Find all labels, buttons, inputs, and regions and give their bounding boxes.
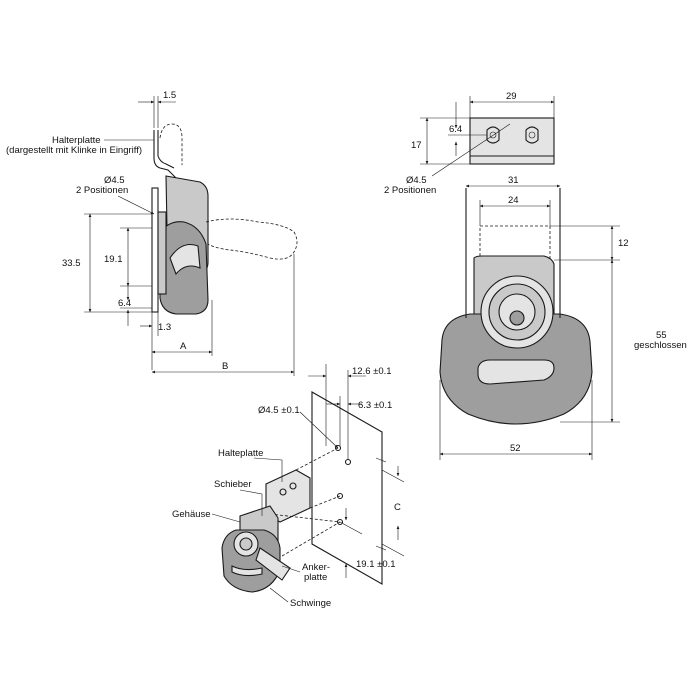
top-hole-right — [525, 126, 539, 144]
side-dim-1-3: 1.3 — [158, 322, 171, 333]
side-dim-6-4: 6.4 — [118, 298, 131, 309]
top-keeper-plate — [469, 117, 555, 165]
side-slider — [157, 211, 167, 295]
side-label-halterplatte: Halterplatte — [52, 135, 101, 146]
side-dim-b: B — [222, 361, 228, 372]
side-dim-a: A — [180, 341, 187, 352]
side-keeper-hook — [153, 130, 183, 183]
side-lever-open-dashed — [205, 218, 298, 260]
iso-ankerplatte — [255, 547, 291, 581]
iso-panel — [311, 391, 383, 585]
front-dim-52: 52 — [510, 443, 521, 454]
front-dim-24: 24 — [508, 195, 519, 206]
side-dim-33-5: 33.5 — [62, 258, 81, 269]
iso-view: 12.6 ±0.1 6.3 ±0.1 Ø4.5 ±0.1 Halteplatte… — [172, 364, 405, 609]
iso-label-gehaeuse: Gehäuse — [172, 509, 211, 520]
top-view: 29 17 6.4 Ø4.5 2 Positionen — [384, 91, 555, 196]
side-hole-diameter: Ø4.5 — [104, 175, 125, 186]
iso-dim-12-6: 12.6 ±0.1 — [352, 366, 392, 377]
side-dim-19-1: 19.1 — [104, 254, 123, 265]
front-view: 31 24 12 55 geschlossen 52 — [439, 175, 687, 460]
top-dim-17: 17 — [411, 140, 422, 151]
iso-dim-hole: Ø4.5 ±0.1 — [258, 405, 300, 416]
iso-dim-6-3: 6.3 ±0.1 — [358, 400, 392, 411]
iso-label-schwinge: Schwinge — [290, 598, 331, 609]
front-dim-12: 12 — [618, 238, 629, 249]
top-dim-29: 29 — [506, 91, 517, 102]
front-dim-55: 55 — [656, 330, 667, 341]
side-dim-1-5: 1.5 — [163, 90, 176, 101]
iso-label-halteplatte: Halteplatte — [218, 448, 263, 459]
side-view: 1.5 Halterplatte (dargestellt mit Klinke… — [6, 90, 298, 376]
side-mounting-plate — [151, 187, 159, 313]
front-dim-31: 31 — [508, 175, 519, 186]
iso-label-anker: Anker- — [302, 562, 330, 573]
iso-dim-c: C — [394, 502, 401, 513]
iso-dim-19-1: 19.1 ±0.1 — [356, 559, 396, 570]
front-dim-closed: geschlossen — [634, 340, 687, 351]
top-hole-left — [486, 126, 500, 144]
iso-label-schieber: Schieber — [214, 479, 252, 490]
side-keeper-dashed — [159, 123, 183, 165]
iso-label-platte: platte — [304, 572, 327, 583]
top-positions: 2 Positionen — [384, 185, 436, 196]
top-hole-diameter: Ø4.5 — [406, 175, 427, 186]
front-slot — [477, 359, 555, 385]
side-positions: 2 Positionen — [76, 185, 128, 196]
side-label-halterplatte-note: (dargestellt mit Klinke in Eingriff) — [6, 145, 142, 156]
top-dim-6-4: 6.4 — [449, 124, 462, 135]
